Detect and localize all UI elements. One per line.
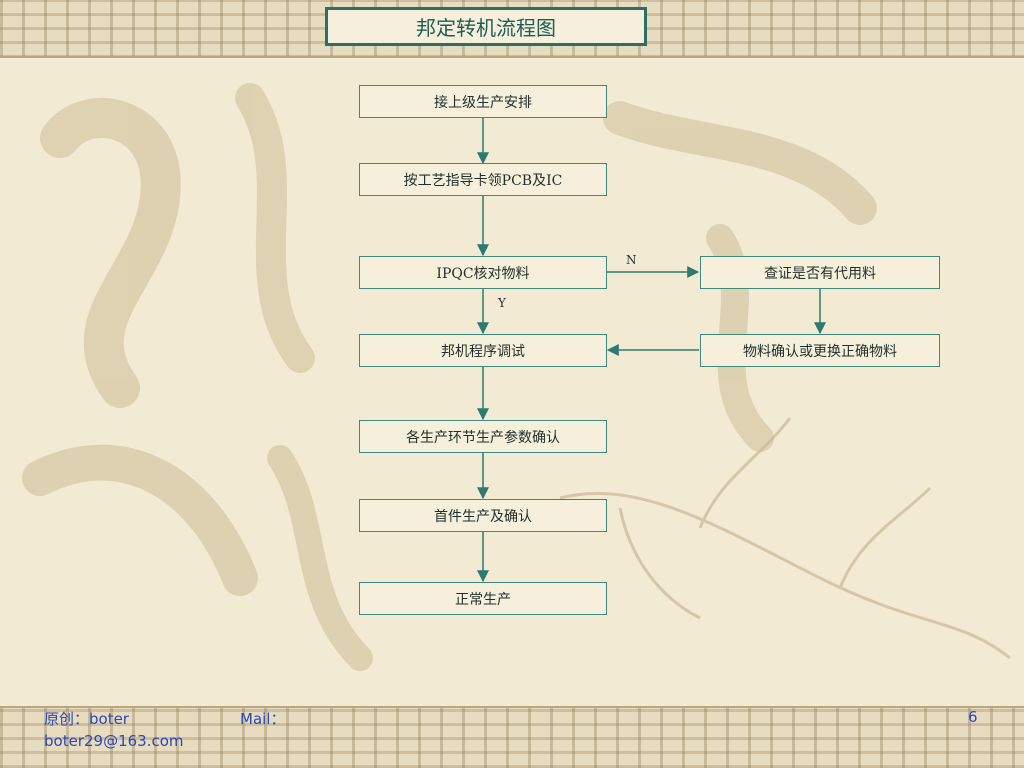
flow-node-parameter-confirm: 各生产环节生产参数确认	[359, 420, 607, 453]
edge-label-no: N	[626, 253, 637, 267]
bottom-decorative-band	[0, 706, 1024, 768]
flow-node-first-article: 首件生产及确认	[359, 499, 607, 532]
edge-label-yes: Y	[498, 296, 506, 310]
flow-node-collect-pcb-ic: 按工艺指导卡领PCB及IC	[359, 163, 607, 196]
footer-credits: 原创：boter Mail： boter29@163.com	[44, 708, 285, 752]
flow-node-ipqc-check: IPQC核对物料	[359, 256, 607, 289]
flow-node-check-substitute: 查证是否有代用料	[700, 256, 940, 289]
background-artwork	[22, 83, 1011, 671]
footer-mail-label: Mail：	[240, 710, 286, 728]
flow-node-receive-schedule: 接上级生产安排	[359, 85, 607, 118]
footer-author: 原创：boter	[44, 710, 129, 728]
flow-node-program-debug: 邦机程序调试	[359, 334, 607, 367]
flow-node-normal-production: 正常生产	[359, 582, 607, 615]
footer-email: boter29@163.com	[44, 732, 184, 750]
flow-node-confirm-replace: 物料确认或更换正确物料	[700, 334, 940, 367]
page-number: 6	[968, 708, 978, 726]
page-title: 邦定转机流程图	[325, 7, 647, 46]
